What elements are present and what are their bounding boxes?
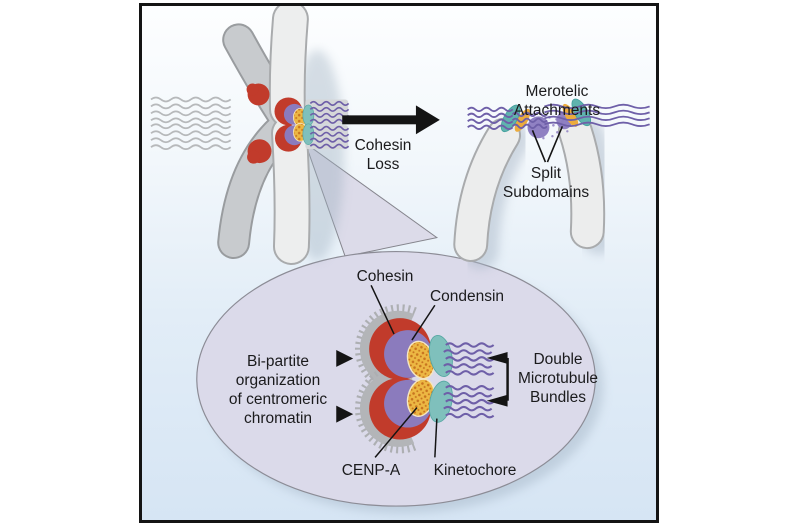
cenpa-label: CENP-A <box>341 462 401 479</box>
bracket-arrow-icon <box>486 394 508 407</box>
cohesin-label: Cohesin <box>356 268 414 285</box>
merotelic-attachments-label: Merotelic Attachments <box>513 83 601 119</box>
light-chromatid <box>270 6 307 126</box>
label-pointer-lines <box>370 285 438 458</box>
split-subdomains-label: Split Subdomains <box>502 165 590 201</box>
split-chromatid-right <box>559 115 604 248</box>
gray-fiber-bundle <box>150 96 232 151</box>
figure-panel: Merotelic Attachments Cohesin Loss Split… <box>139 3 659 523</box>
kinetochore-label: Kinetochore <box>433 462 517 479</box>
cohesin-loss-label: Cohesin Loss <box>354 137 412 173</box>
chromosome-left-group <box>150 6 350 265</box>
cohesin-blob <box>246 83 272 164</box>
cohesin-loss-arrow <box>342 105 440 135</box>
diagram-artwork <box>150 6 652 514</box>
bipartite-pointer-icon <box>336 405 354 423</box>
bipartite-organization-label: Bi-partite organization of centromeric c… <box>228 353 328 427</box>
kinetochore-upper <box>428 334 453 377</box>
chromosome-right-group <box>453 98 652 270</box>
double-microtubule-bundles-label: Double Microtubule Bundles <box>517 351 599 406</box>
inset-content <box>336 285 509 458</box>
bundle-bracket <box>486 351 509 407</box>
bipartite-pointer-icon <box>336 349 354 367</box>
condensin-label: Condensin <box>429 288 505 305</box>
bracket-arrow-icon <box>486 351 508 364</box>
split-pointer-lines <box>531 125 564 163</box>
split-chromatid-left <box>455 119 520 261</box>
